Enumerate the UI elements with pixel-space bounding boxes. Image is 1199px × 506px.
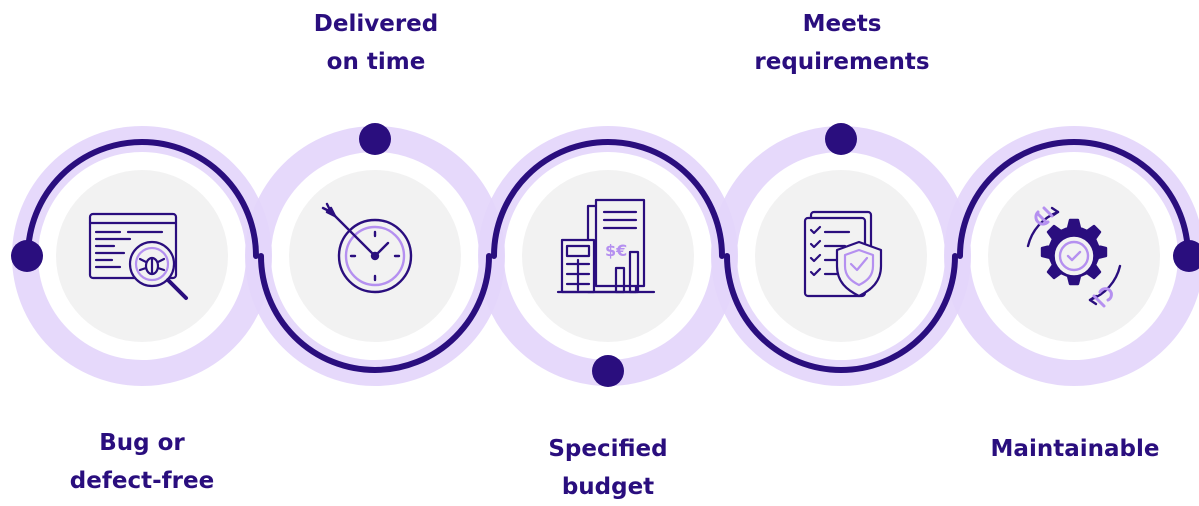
step-4-dark-arc [724, 253, 958, 373]
dot-step-3-bottom [592, 355, 624, 387]
bug-search-icon [88, 212, 188, 300]
dark-arcs [25, 139, 1191, 373]
dot-step-2-top [359, 123, 391, 155]
step-1-label-line-2: defect-free [69, 468, 215, 494]
budget-calculator-icon: $€ [556, 198, 656, 294]
step-3-label-line-1: Specified [548, 436, 668, 462]
dot-left [11, 240, 43, 272]
step-3-label: Specified budget [488, 430, 728, 506]
step-4-label: Meets requirements [722, 5, 962, 81]
step-2-dark-arc [258, 253, 492, 373]
step-1-dark-arc [25, 139, 259, 259]
svg-text:$€: $€ [605, 241, 627, 260]
step-5-label: Maintainable [955, 430, 1195, 468]
step-3-label-line-2: budget [561, 474, 655, 500]
step-5-label-line-1: Maintainable [990, 436, 1160, 462]
step-3-dark-arc [491, 139, 725, 259]
step-5-dark-arc [957, 139, 1191, 259]
step-4-label-line-2: requirements [754, 49, 930, 75]
step-2-label-line-1: Delivered [313, 11, 439, 37]
target-clock-icon [321, 202, 413, 294]
step-2-label-line-2: on time [326, 49, 426, 75]
gear-tools-icon [1026, 206, 1122, 308]
step-1-label-line-1: Bug or [99, 430, 185, 456]
dot-right [1173, 240, 1199, 272]
connector-dots [11, 123, 1199, 387]
step-1-label: Bug or defect-free [22, 424, 262, 500]
checklist-shield-icon [803, 210, 883, 298]
step-4-label-line-1: Meets [802, 11, 882, 37]
step-2-label: Delivered on time [256, 5, 496, 81]
dot-step-4-top [825, 123, 857, 155]
